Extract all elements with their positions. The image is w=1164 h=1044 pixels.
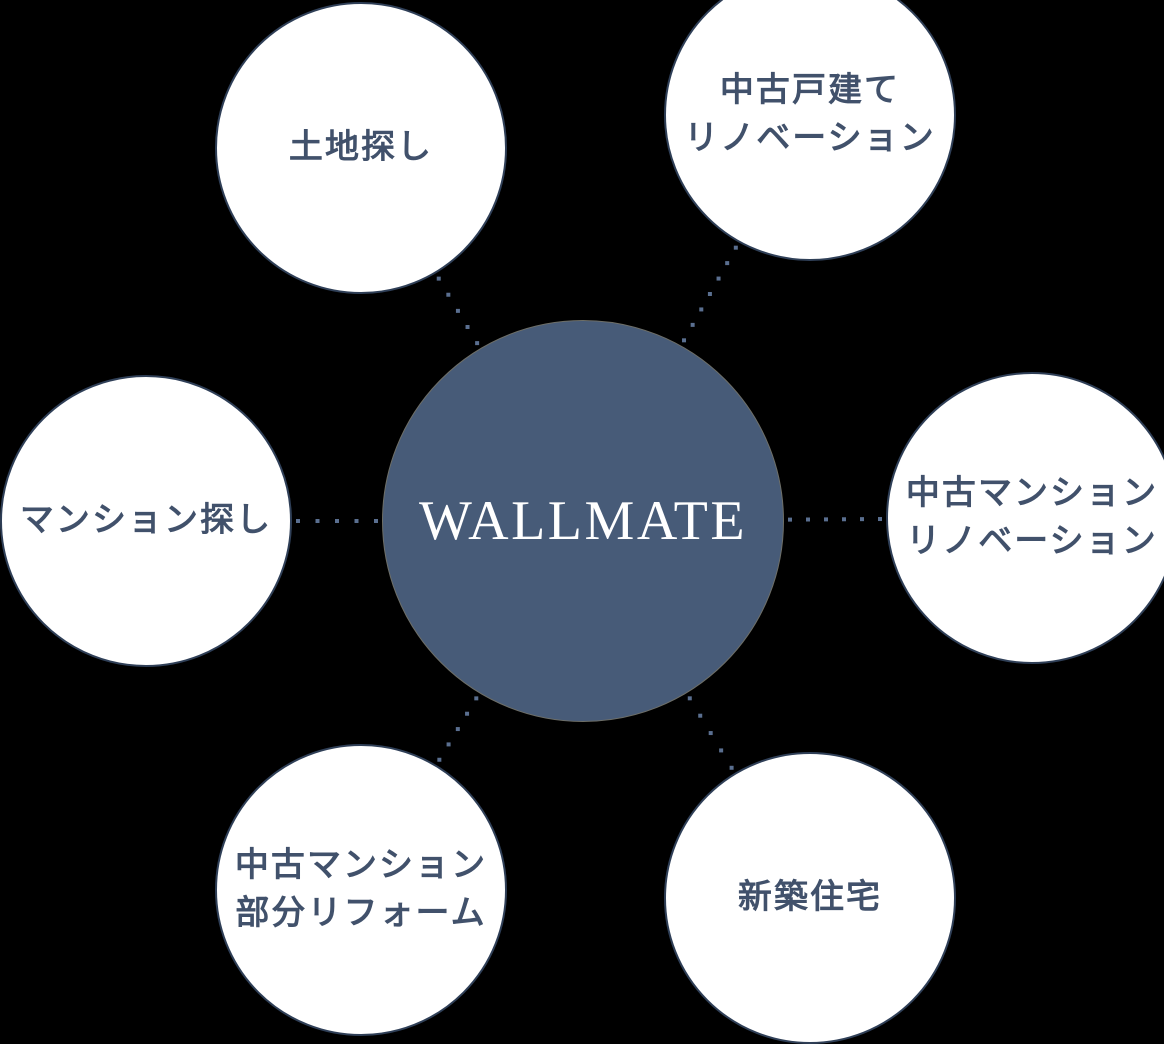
connector-dot xyxy=(699,307,704,312)
connector-dot xyxy=(729,765,734,770)
connector-dot xyxy=(446,292,451,297)
connector-dot xyxy=(374,519,378,523)
connector-dot xyxy=(436,276,441,281)
node-used-detached-house-renovation-label: 中古戸建て リノベーション xyxy=(684,71,936,157)
connector-dot xyxy=(465,711,470,716)
connector-dot xyxy=(707,292,712,296)
connector-dot xyxy=(842,517,846,522)
connector-dot xyxy=(455,308,460,313)
node-used-condo-renovation-label: 中古マンション リノベーション xyxy=(905,474,1159,560)
connector-dot xyxy=(315,519,320,523)
connector-dot xyxy=(708,731,713,736)
connector-dot xyxy=(725,261,730,266)
connector-dot xyxy=(354,519,359,523)
connector-dot xyxy=(455,727,460,732)
connector-dot xyxy=(824,517,828,522)
connector-dot xyxy=(687,696,692,701)
connector-dot xyxy=(698,713,703,718)
connector-dot xyxy=(690,322,695,327)
connector-dot xyxy=(296,519,300,523)
node-used-detached-house-renovation[interactable]: 中古戸建て リノベーション xyxy=(664,0,956,261)
connector-dot xyxy=(335,519,339,523)
connector-dot xyxy=(475,341,480,346)
node-condo-search-label: マンション探し xyxy=(19,501,273,539)
connector-dot xyxy=(682,338,687,343)
connector-dot xyxy=(446,742,451,747)
connector-dot xyxy=(437,757,442,762)
node-condo-search[interactable]: マンション探し xyxy=(0,375,292,667)
node-land-search-label: 土地探し xyxy=(288,128,434,166)
connector-dot xyxy=(719,748,724,753)
node-new-build-housing-label: 新築住宅 xyxy=(737,878,883,916)
connector-dot xyxy=(806,517,810,522)
connector-dot xyxy=(465,325,470,329)
node-land-search[interactable]: 土地探し xyxy=(215,2,507,294)
node-used-condo-partial-reform[interactable]: 中古マンション 部分リフォーム xyxy=(215,744,507,1036)
node-wallmate-hub[interactable]: WALLMATE xyxy=(382,320,784,722)
node-used-condo-partial-reform-label: 中古マンション 部分リフォーム xyxy=(234,846,488,932)
node-wallmate-hub-label: WALLMATE xyxy=(418,490,748,552)
connector-dot xyxy=(860,517,864,522)
connector-dot xyxy=(788,517,792,522)
connector-dot xyxy=(878,517,882,522)
connector-dot xyxy=(716,276,721,281)
node-new-build-housing[interactable]: 新築住宅 xyxy=(664,752,956,1044)
node-used-condo-renovation[interactable]: 中古マンション リノベーション xyxy=(886,372,1164,664)
connector-dot xyxy=(733,245,738,250)
connector-dot xyxy=(474,696,479,701)
